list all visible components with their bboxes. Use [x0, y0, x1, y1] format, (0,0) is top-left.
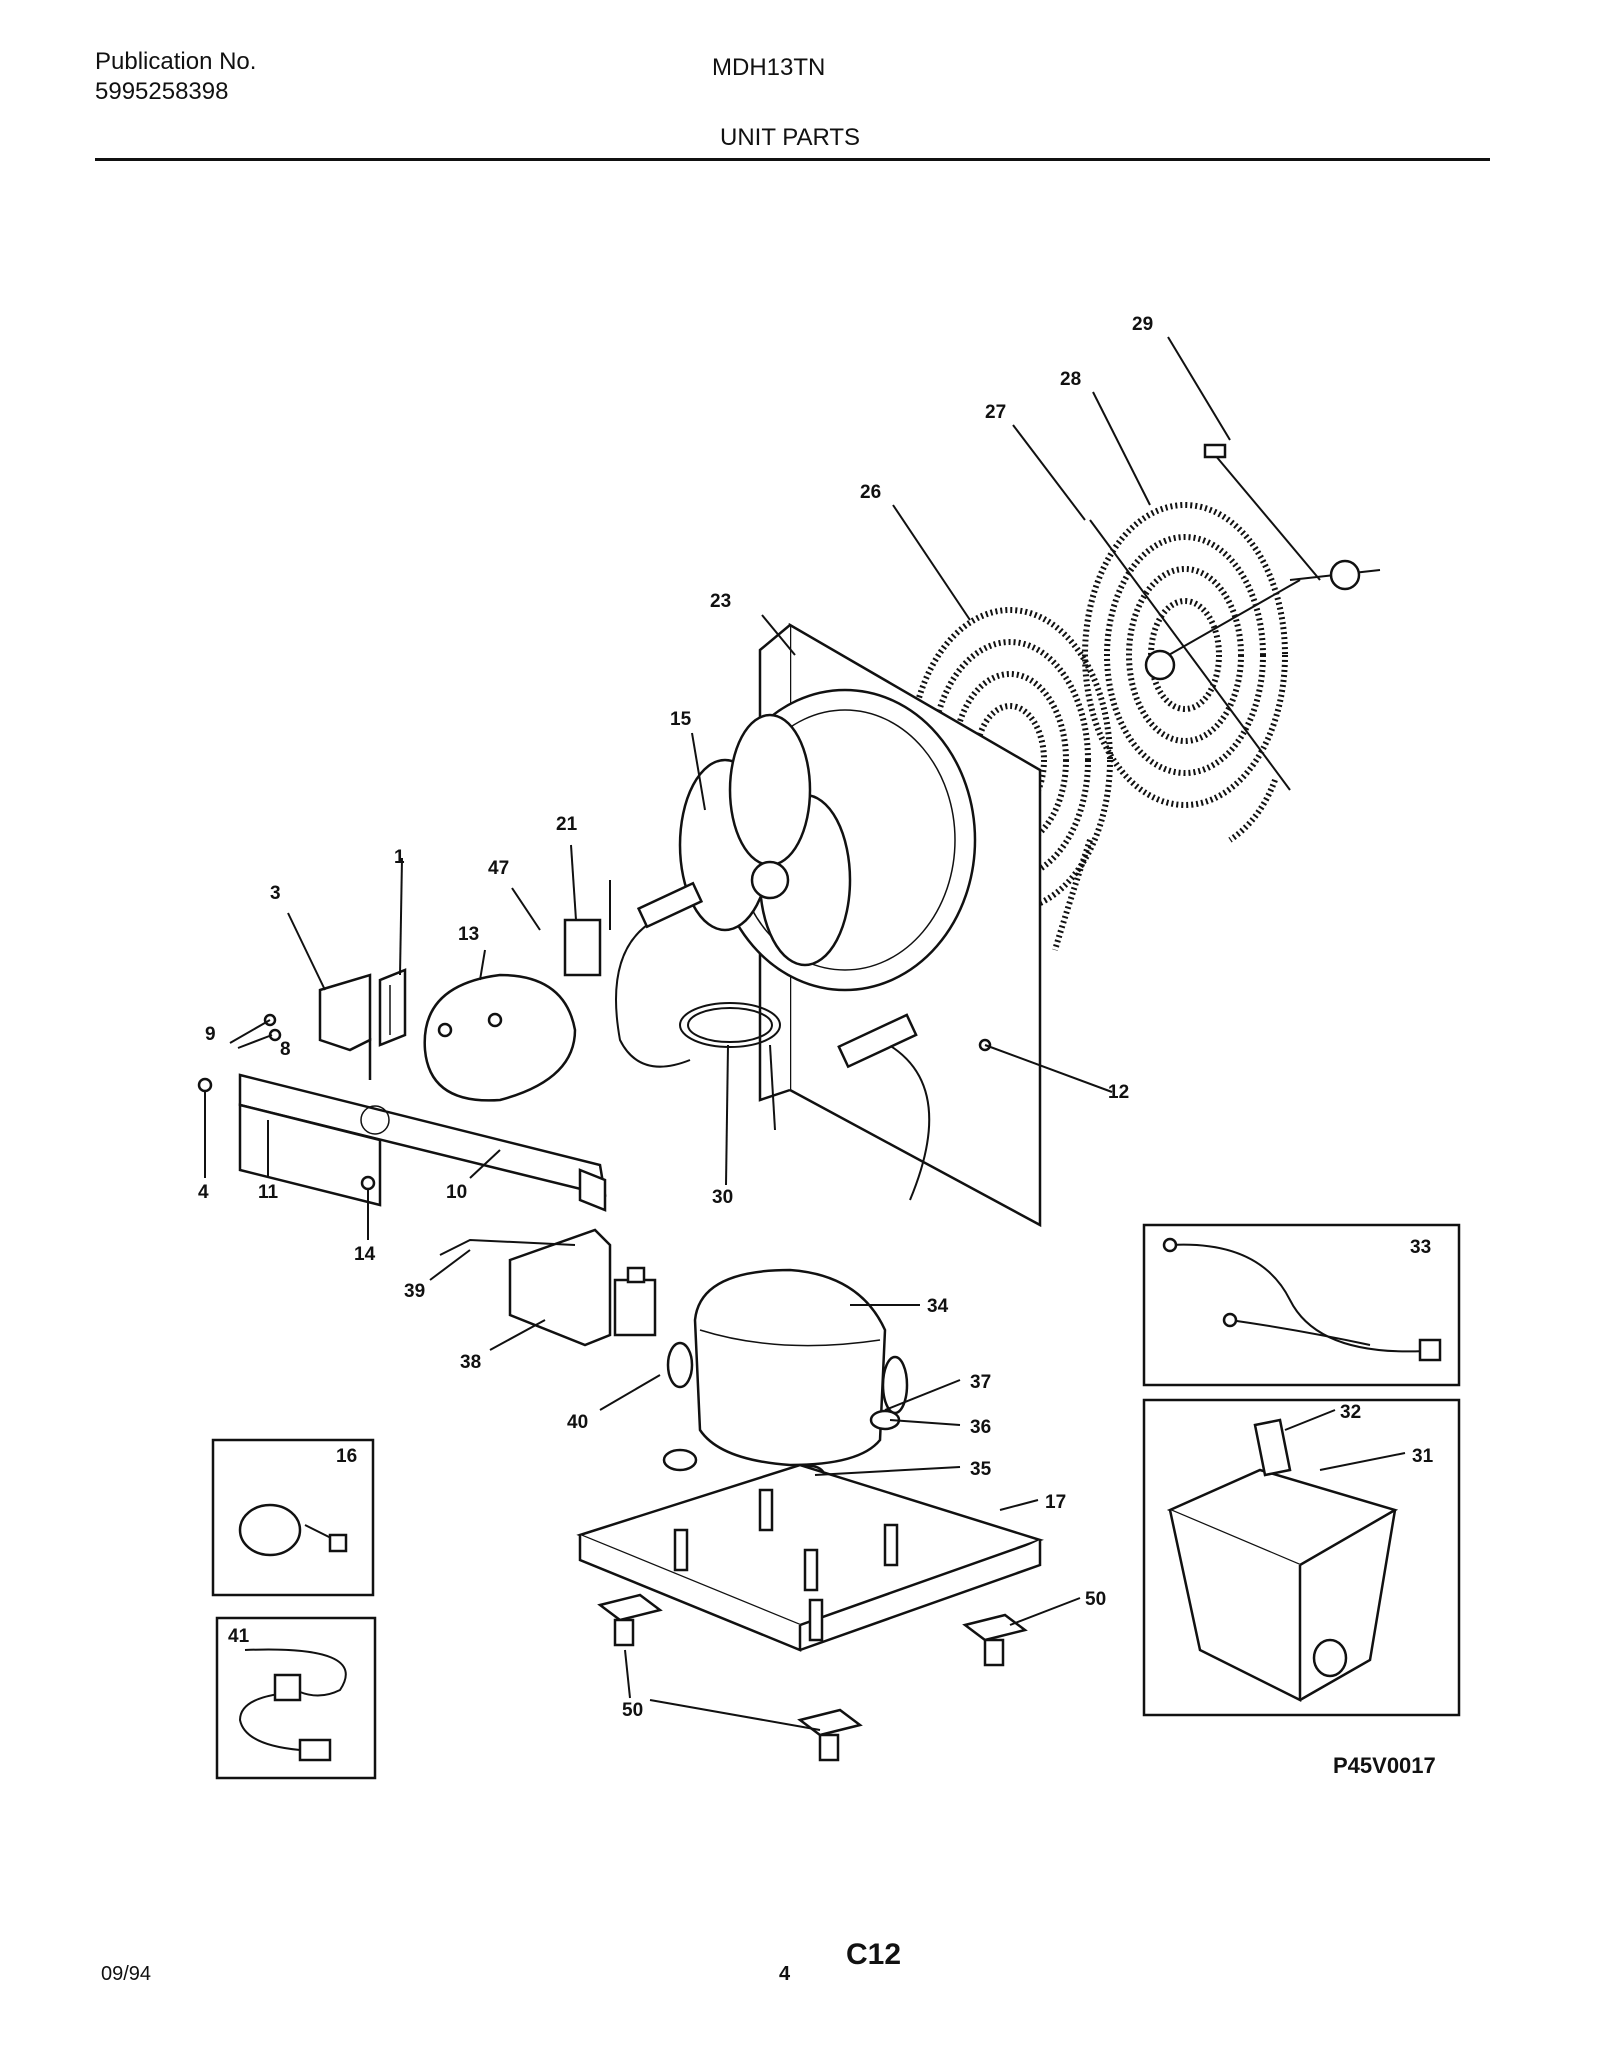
callout-26: 26	[860, 482, 881, 503]
callout-40: 40	[567, 1412, 588, 1433]
publication-number: 5995258398	[95, 78, 229, 105]
publication-label: Publication No.	[95, 48, 257, 75]
callout-37: 37	[970, 1372, 991, 1393]
base-pan	[576, 1463, 1044, 1652]
footer-date: 09/94	[101, 1963, 152, 1985]
callout-21: 21	[556, 814, 578, 835]
callout-36: 36	[970, 1417, 991, 1438]
relay	[563, 880, 611, 977]
callout-14: 14	[354, 1244, 376, 1265]
callout-38: 38	[460, 1352, 481, 1373]
callout-31: 31	[1412, 1446, 1434, 1467]
evaporator-coil	[1082, 443, 1381, 843]
callout-33: 33	[1410, 1237, 1431, 1258]
callout-39: 39	[404, 1281, 425, 1302]
callout-15: 15	[670, 709, 692, 730]
footer-section-code: C12	[846, 1938, 902, 1971]
callout-30: 30	[712, 1187, 733, 1208]
fan-blade	[678, 713, 852, 967]
mounting-bracket	[238, 1073, 607, 1212]
callout-11: 11	[258, 1182, 279, 1203]
valve-bracket	[508, 1228, 612, 1347]
capacitor	[423, 973, 577, 1102]
callout-1: 1	[394, 847, 405, 868]
callout-12: 12	[1108, 1082, 1129, 1103]
callout-labels: 29 28 27 26 23 15 21 47 1 3 13 9 8 12 4 …	[198, 314, 1434, 1721]
foot	[797, 1708, 863, 1762]
callout-50: 50	[1085, 1589, 1106, 1610]
callout-29: 29	[1132, 314, 1153, 335]
callout-16: 16	[336, 1446, 357, 1467]
callout-10: 10	[446, 1182, 467, 1203]
callout-35: 35	[970, 1459, 992, 1480]
callout-32: 32	[1340, 1402, 1361, 1423]
header-rule	[95, 158, 1490, 161]
callout-9: 9	[205, 1024, 216, 1045]
screw-14	[360, 1175, 376, 1191]
inset-wiring-harness	[1142, 1223, 1461, 1387]
foot	[962, 1613, 1028, 1667]
callout-13: 13	[458, 924, 479, 945]
callout-23: 23	[710, 591, 731, 612]
leader-lines	[204, 336, 1406, 1731]
footer-page-number: 4	[779, 1963, 791, 1985]
callout-27: 27	[985, 402, 1006, 423]
motor-cord	[615, 909, 931, 1201]
foot	[597, 1593, 663, 1647]
callout-28: 28	[1060, 369, 1081, 390]
clip	[439, 1238, 576, 1256]
callout-4: 4	[198, 1182, 209, 1203]
compressor	[693, 1268, 909, 1467]
section-title: UNIT PARTS	[720, 124, 861, 151]
callout-34: 34	[927, 1296, 949, 1317]
solenoid-valve	[613, 1266, 694, 1389]
humidistat-switch	[378, 968, 407, 1047]
callout-47: 47	[488, 858, 509, 879]
screw-4	[197, 1077, 213, 1093]
callout-50-pair: 50	[622, 1700, 643, 1721]
callout-3: 3	[270, 883, 281, 904]
callout-41: 41	[228, 1626, 250, 1647]
callout-8: 8	[280, 1039, 291, 1060]
control-housing	[318, 973, 372, 1080]
figure-code: P45V0017	[1333, 1753, 1436, 1778]
model-number: MDH13TN	[712, 54, 826, 81]
callout-17: 17	[1045, 1492, 1066, 1513]
